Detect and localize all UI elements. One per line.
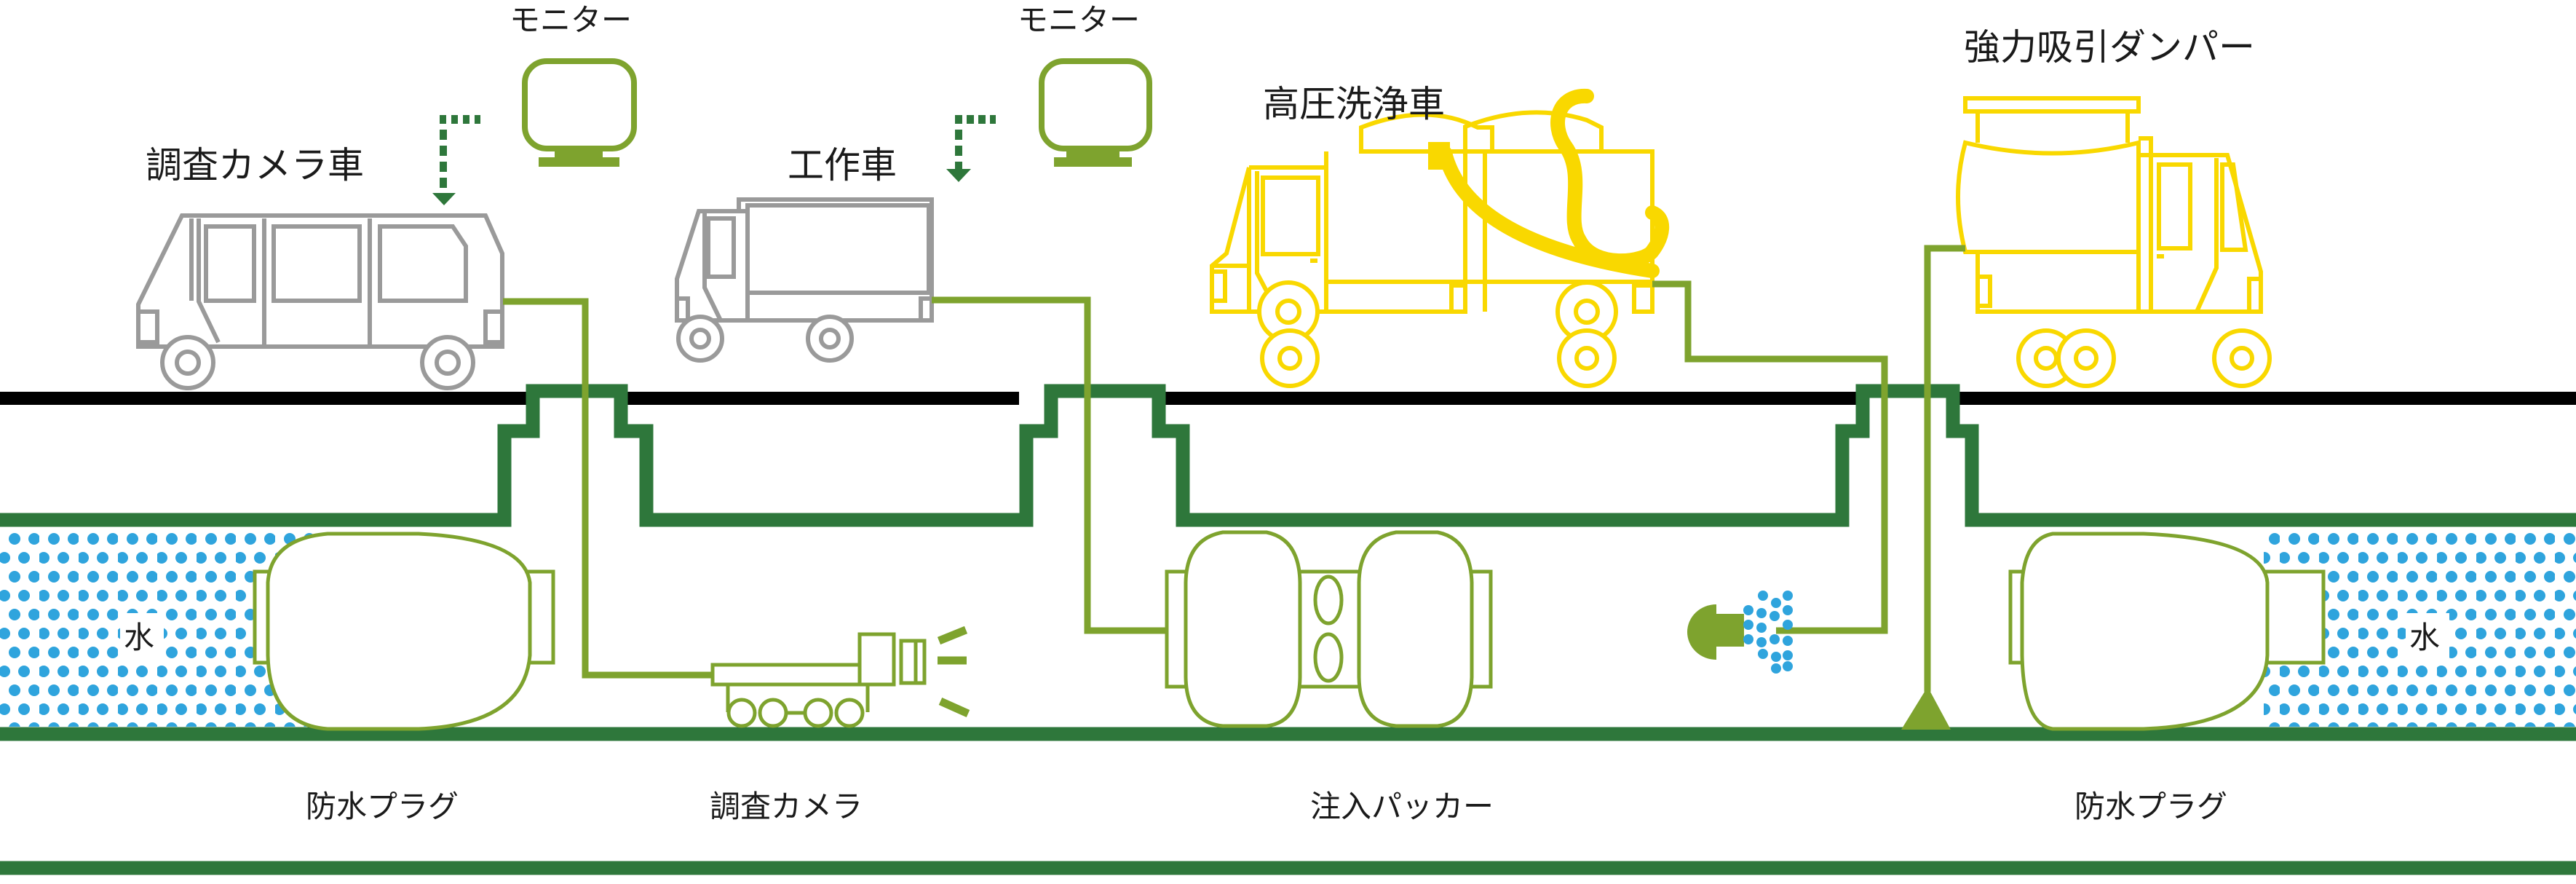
high-pressure-washer-label: 高圧洗浄車 [1263,83,1445,125]
monitor-1 [522,58,637,167]
monitor-2 [1039,58,1152,167]
injection-packer-label: 注入パッカー [1310,789,1494,824]
right-waterproof-plug[interactable] [2008,532,2326,731]
work-truck[interactable] [675,197,934,363]
survey-camera-car[interactable] [136,213,504,390]
work-truck-label: 工作車 [788,144,897,186]
water-right: 水 [2264,528,2576,727]
sewer-pipe [0,384,2576,875]
water-left-label: 水 [124,620,154,655]
suction-dumper-wheels [2016,328,2272,388]
suction-dumper[interactable] [1956,96,2263,314]
survey-camera-car-label: 調査カメラ車 [146,144,364,186]
suction-nozzle-cone [1901,692,1951,730]
monitor-1-label: モニター [510,2,632,38]
packer-hose [932,296,1168,634]
monitor-1-signal-arrow [432,115,480,205]
right-plug-label: 防水プラグ [2074,789,2227,824]
washer-nozzle [1687,591,1793,674]
monitor-2-signal-arrow [946,115,996,182]
washer-hose-reel [1428,89,1670,278]
monitor-2-label: モニター [1018,2,1140,38]
high-pressure-washer-wheels [1260,328,1617,388]
suction-dumper-label: 強力吸引ダンパー [1964,26,2255,68]
survey-camera-label: 調査カメラ [710,789,863,824]
water-right-label: 水 [2409,620,2440,655]
road-surface [0,392,2576,405]
survey-camera-robot[interactable] [710,632,927,728]
camera-cable [503,298,713,679]
hoses [503,245,1965,692]
suction-hose [1924,245,1965,692]
left-waterproof-plug[interactable] [253,532,555,731]
high-pressure-washer[interactable] [1210,112,1618,343]
left-plug-label: 防水プラグ [306,789,459,824]
pipe-upper-wall [0,384,2576,527]
spray-dots [1743,591,1793,674]
injection-hose [1652,280,1888,634]
injection-packer[interactable] [1165,530,1493,728]
camera-light-rays [937,625,970,718]
